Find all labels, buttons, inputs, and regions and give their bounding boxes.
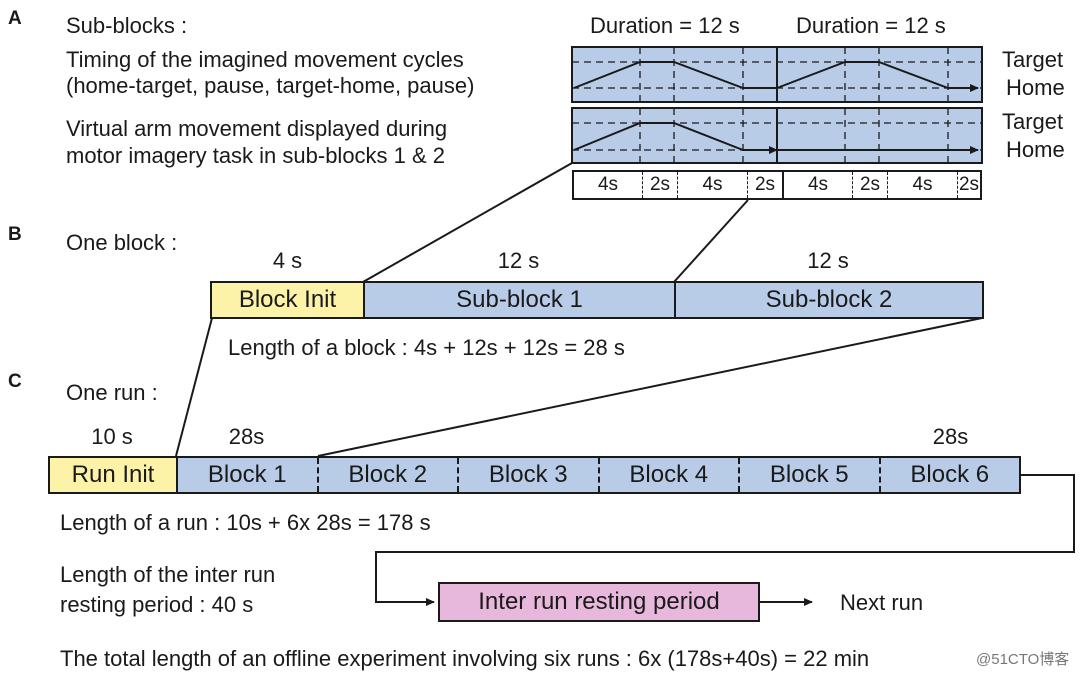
- next-run-label: Next run: [840, 590, 924, 615]
- inter-run-rest-box: Inter run resting period: [438, 582, 760, 622]
- rest-length-line1: Length of the inter run: [60, 562, 276, 587]
- virtual-arm-box: [571, 107, 983, 164]
- cycle-duration-cell: 2s: [643, 172, 678, 198]
- timing-cycle-box: [571, 46, 983, 103]
- target-label-2: Target: [1002, 109, 1064, 134]
- panel-letter-b: B: [8, 224, 22, 245]
- block-duration-last: 28s: [932, 424, 969, 449]
- run-init-duration: 10 s: [91, 424, 133, 449]
- block-length-text: Length of a block : 4s + 12s + 12s = 28 …: [228, 335, 625, 360]
- cycle-duration-cell: 2s: [748, 172, 784, 198]
- run-init-box: Run Init: [48, 456, 178, 494]
- arm-desc-line2: motor imagery task in sub-blocks 1 & 2: [66, 143, 446, 168]
- total-length-text: The total length of an offline experimen…: [60, 646, 870, 671]
- one-run-title: One run :: [66, 380, 158, 405]
- run-block: Block 3: [459, 458, 600, 492]
- subblock2-duration: 12 s: [807, 248, 849, 273]
- cycle-duration-row: 4s 2s 4s 2s 4s 2s 4s 2s: [572, 170, 982, 200]
- cycle-duration-cell: 2s: [853, 172, 888, 198]
- block-init-box: Block Init: [210, 281, 365, 319]
- duration-label-left: Duration = 12 s: [590, 13, 740, 38]
- duration-label-right: Duration = 12 s: [796, 13, 946, 38]
- run-blocks-bar: Block 1 Block 2 Block 3 Block 4 Block 5 …: [176, 456, 1021, 494]
- arm-desc-line1: Virtual arm movement displayed during: [66, 116, 448, 141]
- cycle-duration-cell: 4s: [784, 172, 853, 198]
- subblock2-box: Sub-block 2: [674, 281, 984, 319]
- cycle-duration-cell: 4s: [574, 172, 643, 198]
- home-label-1: Home: [1006, 75, 1065, 100]
- run-length-text: Length of a run : 10s + 6x 28s = 178 s: [60, 510, 431, 535]
- timing-desc-line1: Timing of the imagined movement cycles: [66, 47, 464, 72]
- panel-letter-c: C: [8, 371, 22, 392]
- home-label-2: Home: [1006, 137, 1065, 162]
- target-label-1: Target: [1002, 47, 1064, 72]
- cycle-duration-cell: 4s: [888, 172, 958, 198]
- run-block: Block 2: [318, 458, 459, 492]
- run-block: Block 1: [178, 458, 319, 492]
- run-block: Block 4: [599, 458, 740, 492]
- one-block-title: One block :: [66, 230, 178, 255]
- cycle-duration-cell: 4s: [678, 172, 748, 198]
- subblock1-duration: 12 s: [497, 248, 540, 273]
- panel-letter-a: A: [8, 8, 22, 29]
- block-init-duration: 4 s: [272, 248, 303, 273]
- timing-desc-line2: (home-target, pause, target-home, pause): [66, 73, 475, 98]
- watermark: @51CTO博客: [976, 651, 1070, 668]
- rest-length-line2: resting period : 40 s: [60, 592, 254, 617]
- block-duration-first: 28s: [228, 424, 265, 449]
- run-block: Block 5: [740, 458, 881, 492]
- subblocks-title: Sub-blocks :: [66, 13, 188, 38]
- cycle-duration-cell: 2s: [958, 174, 980, 195]
- run-block: Block 6: [880, 458, 1019, 492]
- subblock1-box: Sub-block 1: [363, 281, 676, 319]
